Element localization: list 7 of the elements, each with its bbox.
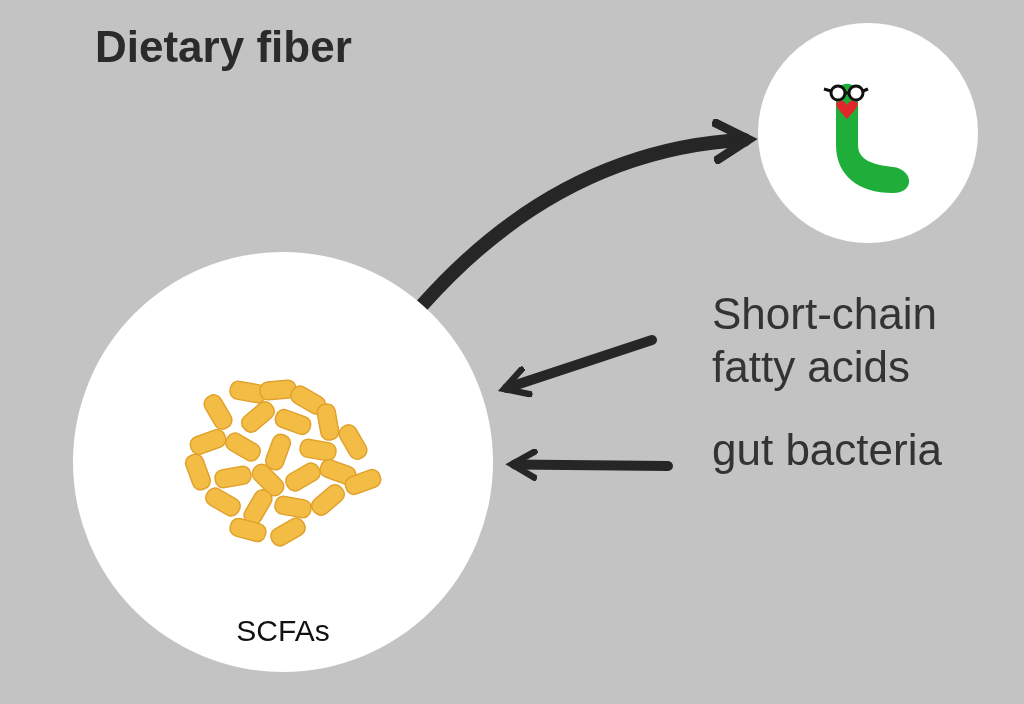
arrow bbox=[508, 448, 673, 481]
circle-caption: SCFAs bbox=[235, 614, 331, 648]
arrow bbox=[500, 335, 657, 398]
arrow bbox=[415, 119, 754, 312]
text-label: gut bacteria bbox=[712, 424, 943, 476]
text-label: Short-chain fatty acids bbox=[712, 288, 938, 393]
title: Dietary fiber bbox=[95, 22, 352, 72]
